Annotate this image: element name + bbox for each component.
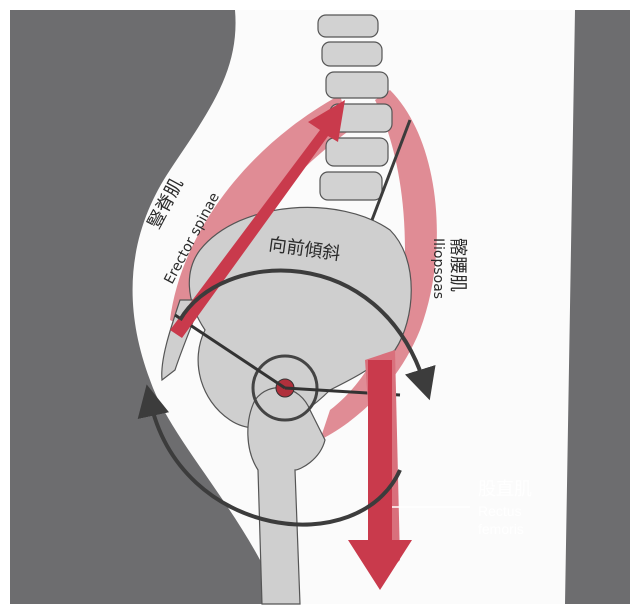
iliopsoas-line [370, 119, 412, 221]
erector-force-arrow [170, 100, 345, 338]
rectus-femoris-en-label-1: Rectus [478, 503, 522, 519]
iliopsoas-muscle [320, 90, 437, 440]
pelvis-bone [188, 206, 412, 429]
tilt-rotation-arrow [178, 268, 436, 401]
iliopsoas-en-label: Iliopsoas [430, 238, 446, 299]
rectus-femoris-cn-label: 股直肌 [478, 479, 532, 499]
spine [317, 14, 393, 201]
rectus-force-arrow [348, 360, 412, 590]
lever-line [174, 313, 286, 390]
hip-joint-ring [251, 354, 319, 422]
iliopsoas-cn-label: 髂腰肌 [447, 238, 468, 292]
rectus-femoris-en-label-2: femoris [478, 521, 524, 537]
rotation-arrow-lower [137, 384, 402, 527]
